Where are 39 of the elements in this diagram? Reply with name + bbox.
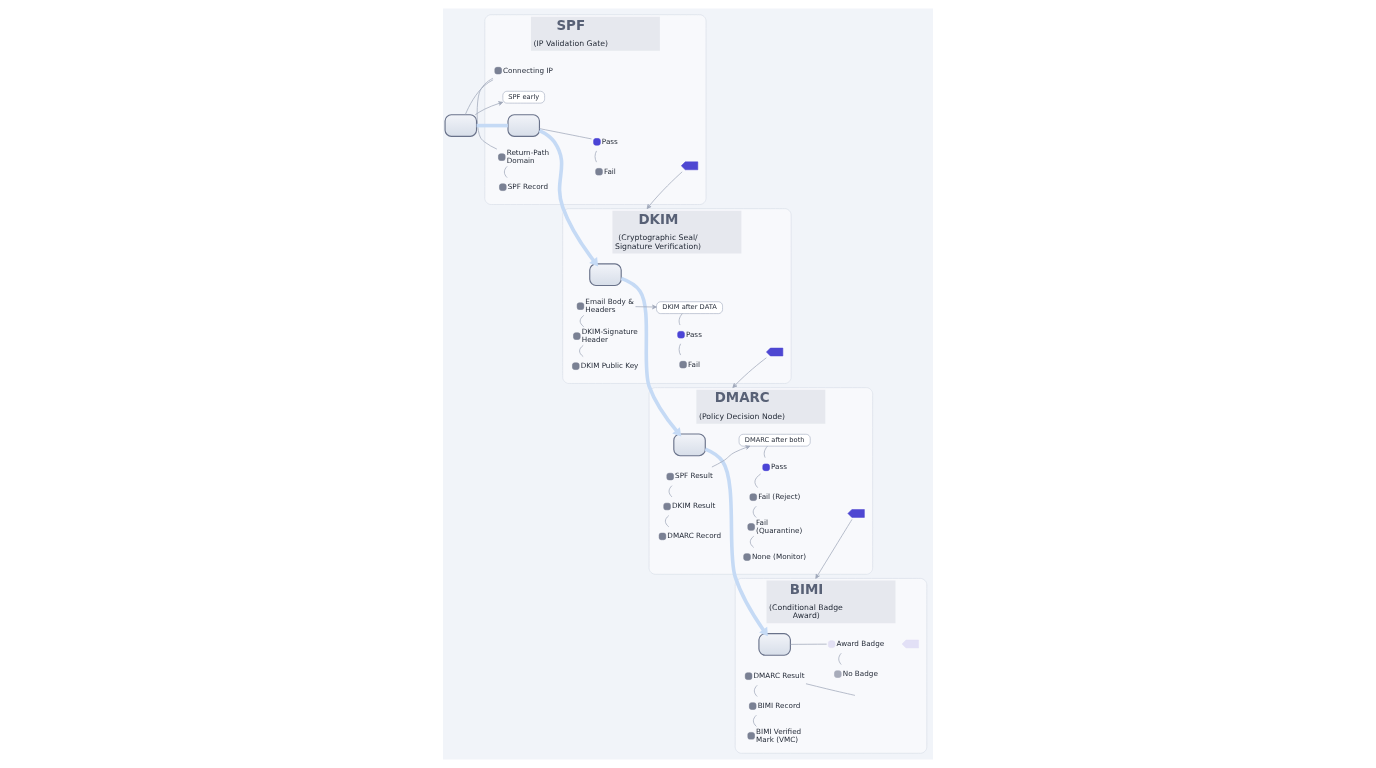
connector [476, 77, 498, 150]
connector [464, 79, 494, 115]
node-tag [901, 639, 919, 649]
arrow [635, 304, 657, 310]
node-tag [766, 347, 784, 357]
arrow [704, 447, 768, 637]
arrow [815, 519, 853, 579]
connector [579, 345, 584, 357]
node-envelope [507, 114, 540, 137]
connector [754, 473, 761, 488]
connector [579, 315, 585, 328]
arrow [474, 101, 504, 116]
connector [504, 166, 508, 178]
connector [752, 505, 757, 518]
connector [749, 535, 755, 548]
connector [763, 445, 768, 458]
node-envelope [589, 263, 622, 287]
node-tag [681, 161, 699, 171]
arrow [711, 445, 751, 468]
connector [753, 714, 757, 727]
arrow [646, 171, 683, 209]
connector [476, 123, 508, 128]
node-envelope [444, 114, 478, 137]
connector [790, 643, 828, 645]
connector [678, 313, 683, 326]
arrow [732, 357, 767, 388]
node-tag [847, 509, 865, 518]
connector [838, 652, 842, 665]
node-envelope [673, 433, 706, 457]
arrow [538, 128, 599, 267]
connector [754, 684, 758, 697]
connector [805, 683, 856, 696]
connector [539, 128, 592, 140]
connector [594, 150, 597, 163]
connector [665, 515, 670, 528]
connector [678, 343, 681, 356]
node-envelope [758, 633, 791, 656]
arrow [620, 276, 682, 437]
connector [668, 485, 673, 498]
